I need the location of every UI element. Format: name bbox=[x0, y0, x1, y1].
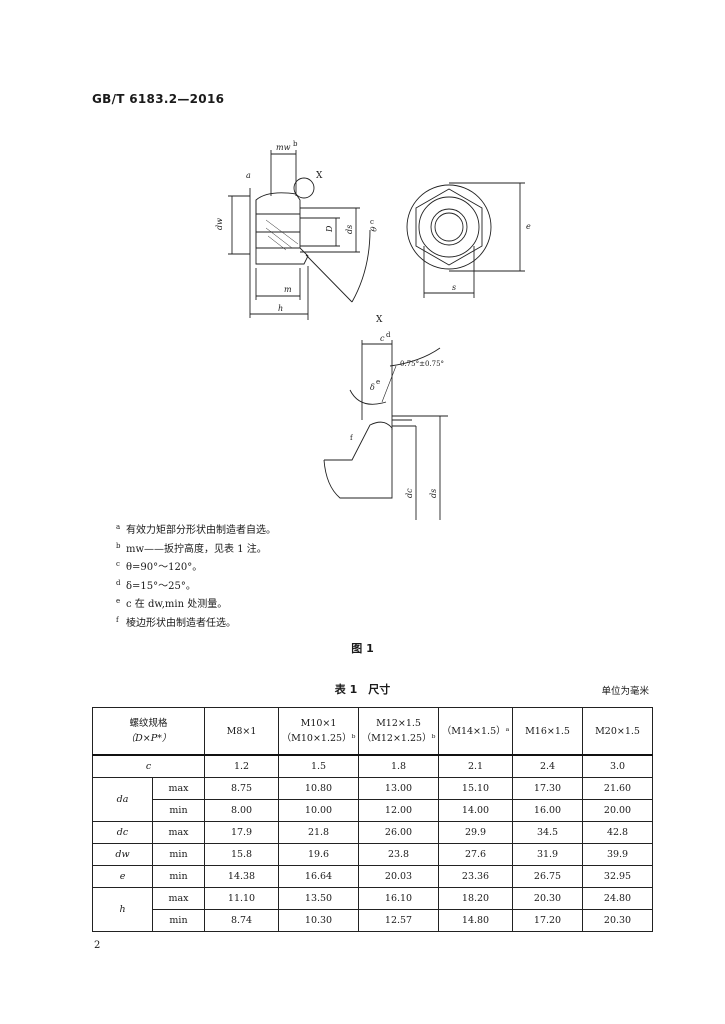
standard-number: GB/T 6183.2—2016 bbox=[92, 92, 225, 106]
label-delta: δ bbox=[370, 383, 375, 392]
label-detail-x: X bbox=[376, 315, 383, 325]
label-mw: mw bbox=[276, 143, 291, 152]
spec-header: 螺纹规格 （D×P*） bbox=[91, 707, 206, 756]
column-header: M10×1（M10×1.25）ᵇ bbox=[278, 707, 360, 756]
label-m: m bbox=[284, 285, 292, 294]
column-header: M16×1.5 bbox=[512, 707, 584, 756]
label-ds: ds bbox=[345, 225, 354, 234]
unit-note: 单位为毫米 bbox=[601, 686, 649, 697]
page-number: 2 bbox=[94, 940, 101, 951]
label-x: X bbox=[316, 171, 323, 181]
label-mw-sup: b bbox=[293, 140, 298, 148]
label-ds-detail: ds bbox=[429, 489, 438, 498]
label-s: s bbox=[452, 283, 456, 292]
note-item: d δ=15°～25°。 bbox=[116, 578, 196, 592]
label-dw: dw bbox=[215, 218, 224, 230]
label-dc: dc bbox=[405, 488, 414, 498]
label-theta: θ bbox=[369, 226, 379, 232]
dimension-table: 螺纹规格 （D×P*） M8×1 M10×1（M10×1.25）ᵇ M12×1.… bbox=[91, 707, 654, 932]
note-item: e c 在 dw,min 处测量。 bbox=[116, 597, 228, 611]
label-delta-sup: e bbox=[376, 378, 380, 386]
label-c: c bbox=[380, 334, 385, 343]
column-header: M20×1.5 bbox=[582, 707, 654, 756]
label-theta-sup: c bbox=[370, 218, 374, 226]
nut-top-view bbox=[406, 182, 525, 298]
detail-x-view bbox=[323, 340, 448, 520]
figure-caption: 图 1 bbox=[351, 642, 374, 655]
label-a: a bbox=[246, 171, 251, 180]
label-c-sup: d bbox=[386, 331, 391, 339]
note-item: b mw——扳拧高度，见表 1 注。 bbox=[116, 541, 267, 555]
table-header-row: 螺纹规格 （D×P*） M8×1 M10×1（M10×1.25）ᵇ M12×1.… bbox=[91, 707, 654, 756]
nut-side-view bbox=[228, 150, 371, 320]
column-header: （M14×1.5）ᵃ bbox=[438, 707, 514, 756]
note-item: c θ=90°～120°。 bbox=[116, 560, 203, 574]
table-title: 表 1 尺寸 bbox=[334, 683, 391, 696]
column-header: M12×1.5（M12×1.25）ᵇ bbox=[358, 707, 440, 756]
column-header: M8×1 bbox=[204, 707, 280, 756]
label-h: h bbox=[278, 304, 283, 313]
label-d: D bbox=[325, 225, 334, 233]
technical-drawing: a mw b X dw D ds θ c m h e s X c d 0.75°… bbox=[215, 140, 531, 520]
label-e: e bbox=[526, 222, 531, 231]
figure-notes: a 有效力矩部分形状由制造者自选。 b mw——扳拧高度，见表 1 注。 c θ… bbox=[116, 522, 276, 634]
label-angle: 0.75°±0.75° bbox=[400, 360, 444, 368]
note-item: a 有效力矩部分形状由制造者自选。 bbox=[116, 523, 276, 536]
label-f: f bbox=[350, 434, 354, 442]
note-item: f 棱边形状由制造者任选。 bbox=[116, 615, 236, 629]
